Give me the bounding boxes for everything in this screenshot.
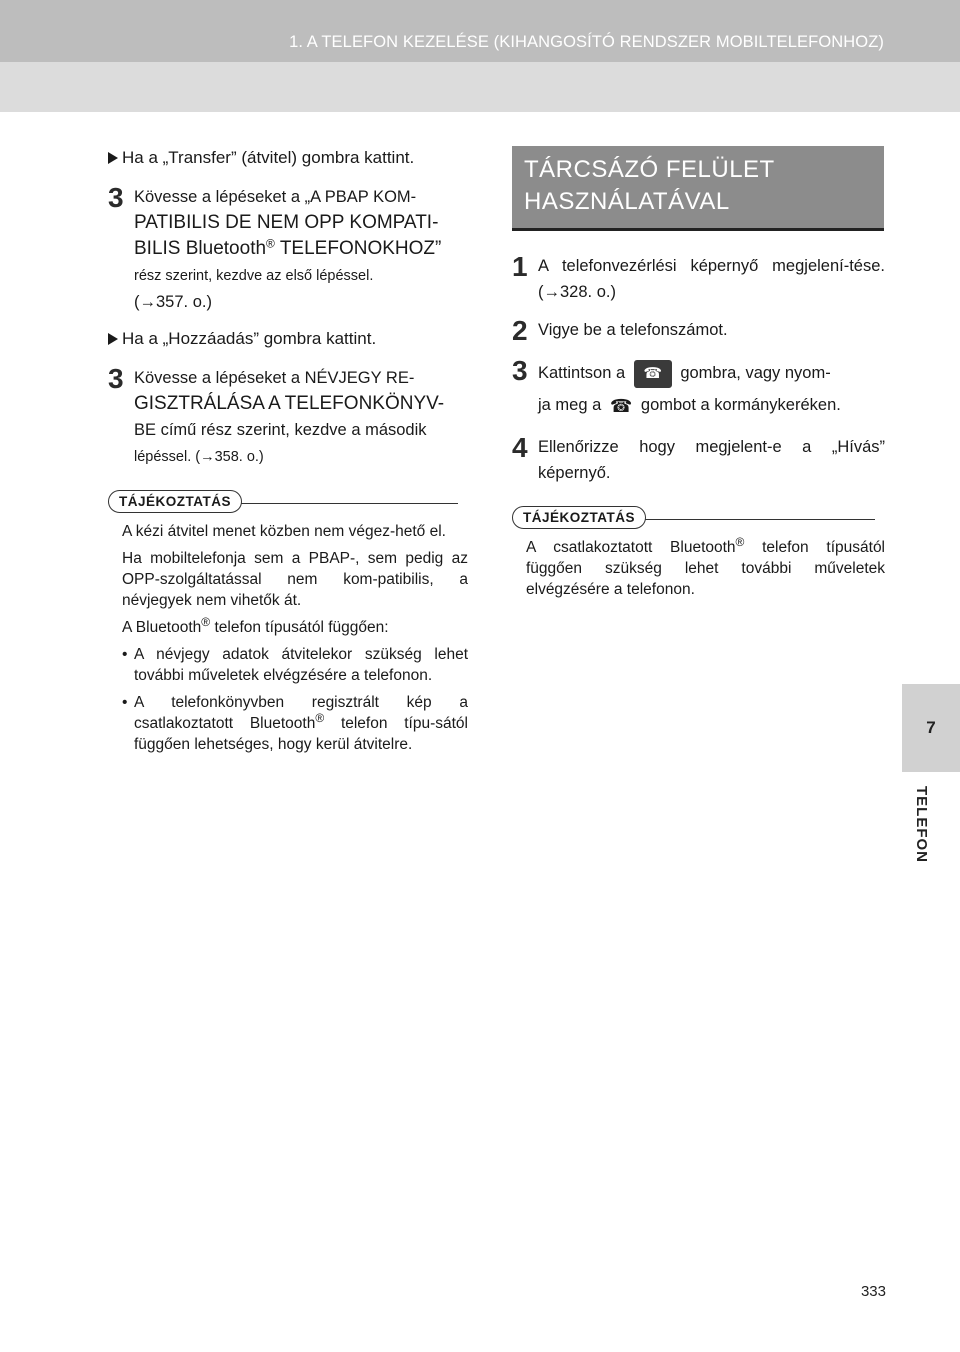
chapter-tab-number[interactable]: 7 bbox=[902, 684, 960, 772]
page-header: 1. A TELEFON KEZELÉSE (KIHANGOSÍTÓ RENDS… bbox=[0, 0, 960, 112]
step-number: 3 bbox=[108, 363, 124, 394]
note-label: TÁJÉKOZTATÁS bbox=[512, 505, 646, 529]
note-paragraph: A kézi átvitel menet közben nem végez-he… bbox=[122, 523, 446, 540]
note-label: TÁJÉKOZTATÁS bbox=[108, 490, 242, 513]
steering-phone-icon: ☎ bbox=[609, 395, 633, 416]
chapter-tab-label: TELEFON bbox=[913, 786, 930, 863]
step-line: BILIS Bluetooth bbox=[134, 238, 267, 259]
bullet-transfer: Ha a „Transfer” (átvitel) gombra kattint… bbox=[108, 146, 468, 170]
note-body: A kézi átvitel menet közben nem végez-he… bbox=[122, 521, 468, 755]
bullet-text: Ha a „Hozzáadás” gombra kattint. bbox=[122, 329, 377, 348]
list-text: A névjegy adatok átvitelekor szükség leh… bbox=[134, 646, 468, 684]
call-button[interactable]: ☎ bbox=[633, 359, 672, 388]
step-text: Kattintson a ☎ gombra, vagy nyom- ja meg… bbox=[538, 357, 841, 422]
step-number: 2 bbox=[512, 315, 528, 346]
info-note-left: TÁJÉKOZTATÁS A kézi átvitel menet közben… bbox=[108, 490, 468, 755]
list-item: • A telefonkönyvben regisztrált kép a cs… bbox=[122, 692, 468, 755]
note-body: A csatlakoztatott Bluetooth® telefon típ… bbox=[526, 534, 886, 600]
page-reference[interactable]: lépéssel. (→358. o.) bbox=[134, 449, 264, 465]
step-number: 1 bbox=[512, 251, 528, 282]
step-3-contact: 3 Kövesse a lépéseket a NÉVJEGY RE- GISZ… bbox=[108, 365, 468, 470]
step-number: 3 bbox=[512, 355, 528, 386]
step-4: 4 Ellenőrizze hogy megjelent-e a „Hívás”… bbox=[512, 431, 885, 486]
triangle-bullet-icon bbox=[108, 152, 118, 164]
step-line: PATIBILIS DE NEM OPP KOMPATI- bbox=[134, 212, 439, 233]
step-line: BE című rész szerint, kezdve a második bbox=[134, 421, 427, 439]
step-text-part: gombra, vagy nyom- bbox=[680, 364, 831, 382]
step-line: Kövesse a lépéseket a NÉVJEGY RE- bbox=[134, 369, 415, 387]
step-2: 2 Vigye be a telefonszámot. bbox=[512, 317, 885, 345]
step-line: rész szerint, kezdve az első lépéssel. bbox=[134, 268, 374, 284]
registered-mark: ® bbox=[266, 236, 275, 251]
step-text: Kövesse a lépéseket a „A PBAP KOM- PATIB… bbox=[134, 184, 441, 315]
step-text: Ellenőrizze hogy megjelent-e a „Hívás” k… bbox=[538, 437, 885, 482]
chapter-title: 1. A TELEFON KEZELÉSE (KIHANGOSÍTÓ RENDS… bbox=[0, 0, 960, 62]
list-bullet: • bbox=[122, 694, 128, 711]
section-title-line: TÁRCSÁZÓ FELÜLET bbox=[524, 156, 775, 183]
section-title-line: HASZNÁLATÁVAL bbox=[524, 188, 730, 215]
list-text-part: telefon típu-sától függően lehetséges, h… bbox=[134, 715, 468, 753]
info-note-right: TÁJÉKOZTATÁS A csatlakoztatott Bluetooth… bbox=[512, 505, 886, 600]
bullet-text: Ha a „Transfer” (átvitel) gombra kattint… bbox=[122, 148, 415, 167]
section-title: TÁRCSÁZÓ FELÜLET HASZNÁLATÁVAL bbox=[512, 146, 884, 231]
step-1: 1 A telefonvezérlési képernyő megjelení-… bbox=[512, 253, 885, 305]
step-text: Vigye be a telefonszámot. bbox=[538, 321, 728, 339]
page-number: 333 bbox=[860, 1283, 886, 1300]
registered-mark: ® bbox=[315, 710, 325, 725]
step-line: GISZTRÁLÁSA A TELEFONKÖNYV- bbox=[134, 393, 445, 414]
left-column: Ha a „Transfer” (átvitel) gombra kattint… bbox=[108, 146, 468, 761]
step-text-part: ja meg a bbox=[538, 396, 602, 414]
step-text-part: gombot a kormánykeréken. bbox=[640, 396, 841, 414]
step-text: A telefonvezérlési képernyő megjelení-té… bbox=[538, 257, 885, 301]
list-bullet: • bbox=[122, 646, 128, 663]
list-text-part: A telefonkönyvben regisztrált kép a csat… bbox=[134, 694, 468, 732]
right-column: TÁRCSÁZÓ FELÜLET HASZNÁLATÁVAL 1 A telef… bbox=[512, 146, 885, 606]
step-number: 4 bbox=[512, 431, 528, 463]
note-paragraph: A csatlakoztatott Bluetooth® telefon típ… bbox=[526, 534, 886, 600]
step-number: 3 bbox=[108, 182, 124, 213]
list-item: • A névjegy adatok átvitelekor szükség l… bbox=[122, 644, 468, 686]
note-text: A Bluetooth bbox=[122, 619, 202, 636]
registered-mark: ® bbox=[735, 534, 745, 549]
phone-icon: ☎ bbox=[643, 364, 663, 382]
step-line: TELEFONOKHOZ” bbox=[274, 238, 442, 259]
note-paragraph: A Bluetooth® telefon típusától függően: bbox=[122, 614, 468, 638]
note-text: A csatlakoztatott Bluetooth bbox=[526, 538, 736, 556]
step-3: 3 Kattintson a ☎ gombra, vagy nyom- ja m… bbox=[512, 357, 885, 422]
note-text: telefon típusától függően szükség lehet … bbox=[526, 538, 886, 598]
step-text: Kövesse a lépéseket a NÉVJEGY RE- GISZTR… bbox=[134, 365, 444, 470]
list-text: A telefonkönyvben regisztrált kép a csat… bbox=[134, 692, 468, 755]
step-3-pbap: 3 Kövesse a lépéseket a „A PBAP KOM- PAT… bbox=[108, 184, 468, 315]
step-line: Kövesse a lépéseket a „A PBAP KOM- bbox=[134, 188, 417, 206]
note-paragraph: Ha mobiltelefonja sem a PBAP-, sem pedig… bbox=[122, 550, 468, 609]
triangle-bullet-icon bbox=[108, 333, 118, 345]
bullet-add: Ha a „Hozzáadás” gombra kattint. bbox=[108, 327, 468, 351]
step-text-part: Kattintson a bbox=[538, 364, 626, 382]
page-reference[interactable]: (→357. o.) bbox=[134, 293, 212, 311]
registered-mark: ® bbox=[201, 614, 211, 629]
note-text: telefon típusától függően: bbox=[210, 619, 389, 636]
